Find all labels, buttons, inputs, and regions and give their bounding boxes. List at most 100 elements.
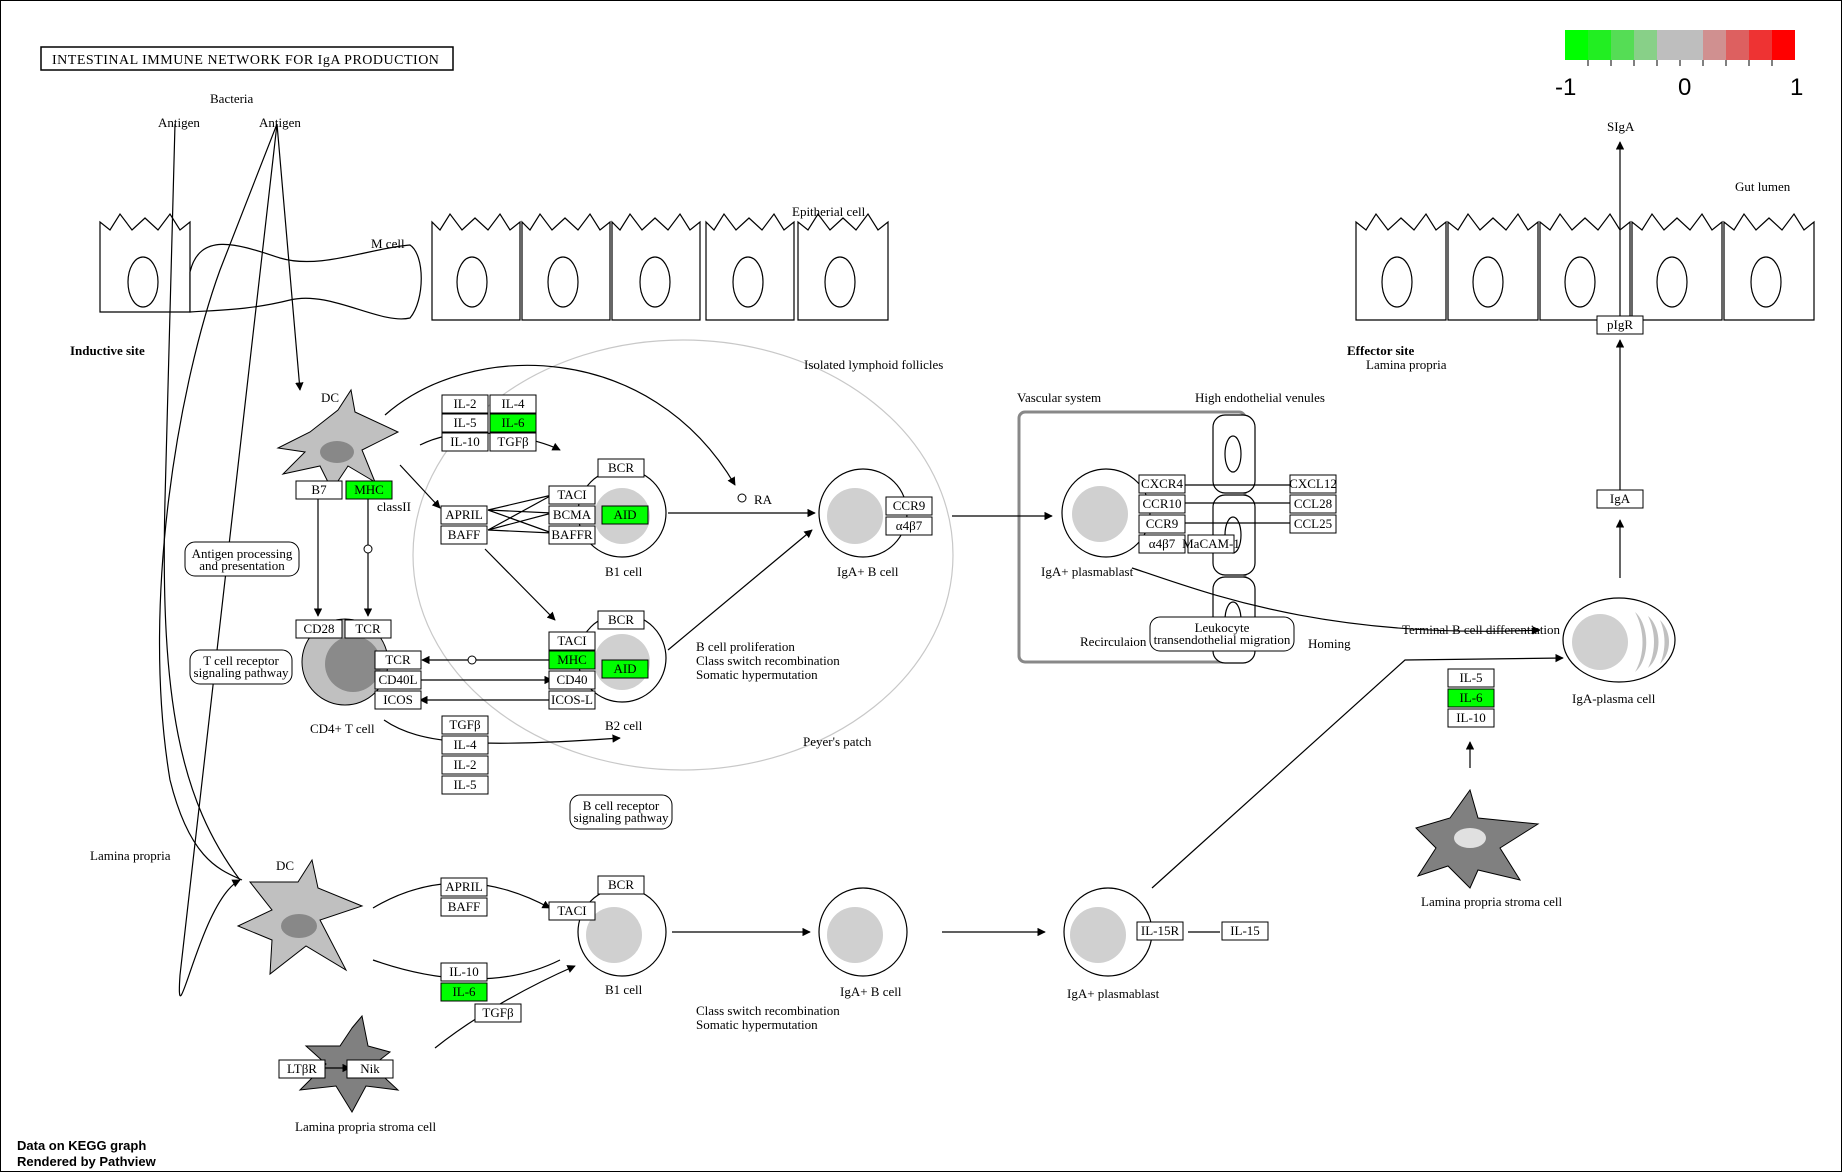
gene-label: IL-6 xyxy=(1459,690,1483,705)
gene-box-cxcl12[interactable]: CXCL12 xyxy=(1289,474,1337,494)
epithelium-right xyxy=(1355,212,1815,321)
gene-box-baffr[interactable]: BAFFR xyxy=(548,525,596,545)
gene-box-a4b7-b[interactable]: α4β7 xyxy=(1138,534,1186,554)
gene-box-taci-b1[interactable]: TACI xyxy=(548,485,596,505)
gene-label: BCR xyxy=(608,877,634,892)
gene-box-il10-a[interactable]: IL-10 xyxy=(441,432,489,452)
gene-box-aid-b2[interactable]: AID xyxy=(601,659,649,679)
pathway-label-line1: T cell receptor xyxy=(203,653,279,668)
gene-box-ccl25[interactable]: CCL25 xyxy=(1289,514,1337,534)
gene-box-april-a[interactable]: APRIL xyxy=(440,505,488,525)
gene-label: BAFF xyxy=(448,527,481,542)
gene-label: IL-6 xyxy=(452,984,476,999)
gene-box-ccr10[interactable]: CCR10 xyxy=(1138,494,1186,514)
gene-label: CCR9 xyxy=(893,498,926,513)
gene-box-il5-c[interactable]: IL-5 xyxy=(1447,668,1495,688)
gene-box-il10-c[interactable]: IL-10 xyxy=(1447,708,1495,728)
label-gut-lumen: Gut lumen xyxy=(1735,179,1791,194)
gene-box-iga[interactable]: IgA xyxy=(1596,489,1644,509)
pathway-bcr-signaling[interactable]: B cell receptor signaling pathway xyxy=(569,794,673,830)
pathway-tcr-signaling[interactable]: T cell receptor signaling pathway xyxy=(189,649,293,685)
gene-box-icos[interactable]: ICOS xyxy=(374,690,422,710)
gene-box-il15r[interactable]: IL-15R xyxy=(1136,921,1184,941)
gene-box-a4b7-a[interactable]: α4β7 xyxy=(885,516,933,536)
gene-box-cd40[interactable]: CD40 xyxy=(548,670,596,690)
gene-label: MHC xyxy=(557,652,587,667)
gene-box-b7[interactable]: B7 xyxy=(295,480,343,500)
gene-box-il4-a[interactable]: IL-4 xyxy=(489,394,537,414)
gene-box-taci-b1b[interactable]: TACI xyxy=(548,901,596,921)
gene-box-tcr-t2[interactable]: TCR xyxy=(374,650,422,670)
gene-box-ccl28[interactable]: CCL28 xyxy=(1289,494,1337,514)
pathway-leukocyte-migration[interactable]: Leukocyte transendothelial migration xyxy=(1149,616,1295,652)
label-lamina-propria: Lamina propria xyxy=(1366,357,1447,372)
gene-label: ICOS xyxy=(383,692,413,707)
gene-box-cd40l[interactable]: CD40L xyxy=(374,670,422,690)
gene-box-pigr[interactable]: pIgR xyxy=(1596,315,1644,335)
gene-box-bcr-b2[interactable]: BCR xyxy=(597,610,645,630)
gene-label: CCR10 xyxy=(1142,496,1181,511)
gene-box-madcam[interactable]: MaCAM-1 xyxy=(1182,534,1240,554)
gene-label: IL-2 xyxy=(453,757,476,772)
iga-b-cell-bottom xyxy=(818,887,908,977)
gene-box-il10-b[interactable]: IL-10 xyxy=(440,962,488,982)
label-dc: DC xyxy=(276,858,294,873)
gene-box-il15[interactable]: IL-15 xyxy=(1221,921,1269,941)
label-siga: SIgA xyxy=(1607,119,1635,134)
gene-box-april-b[interactable]: APRIL xyxy=(440,877,488,897)
iga-b-cell-top xyxy=(818,468,908,558)
pathway-antigen-processing[interactable]: Antigen processing and presentation xyxy=(184,541,300,577)
scale-swatch xyxy=(1634,30,1657,60)
gene-label: CCL28 xyxy=(1294,496,1332,511)
gene-box-tcr-t[interactable]: TCR xyxy=(344,619,392,639)
gene-box-nik[interactable]: Nik xyxy=(346,1059,394,1079)
gene-box-icosl[interactable]: ICOS-L xyxy=(548,690,596,710)
gene-label: MaCAM-1 xyxy=(1182,536,1240,551)
label-inductive-site: Inductive site xyxy=(70,343,145,358)
gene-box-il6-c[interactable]: IL-6 xyxy=(1447,688,1495,708)
label-lamina-propria-stroma-cell: Lamina propria stroma cell xyxy=(295,1119,437,1134)
gene-box-aid-b1[interactable]: AID xyxy=(601,505,649,525)
gene-box-ltbr[interactable]: LTβR xyxy=(278,1059,326,1079)
gene-box-il2-a[interactable]: IL-2 xyxy=(441,394,489,414)
label-process-shm: Somatic hypermutation xyxy=(696,1017,818,1032)
gene-box-ccr9-b[interactable]: CCR9 xyxy=(1138,514,1186,534)
label-m-cell: M cell xyxy=(371,236,405,251)
gene-box-bcr-b1[interactable]: BCR xyxy=(597,458,645,478)
gene-box-tgfb-a[interactable]: TGFβ xyxy=(489,432,537,452)
gene-label: MHC xyxy=(354,482,384,497)
gene-box-taci-b2[interactable]: TACI xyxy=(548,631,596,651)
gene-label: APRIL xyxy=(445,879,483,894)
gene-label: IL-4 xyxy=(501,396,525,411)
gene-box-baff-b[interactable]: BAFF xyxy=(440,897,488,917)
label-iga-plasmablast: IgA+ plasmablast xyxy=(1041,564,1134,579)
gene-label: TACI xyxy=(557,487,586,502)
gene-box-ccr9-a[interactable]: CCR9 xyxy=(885,496,933,516)
label-lamina-propria-stroma-cell: Lamina propria stroma cell xyxy=(1421,894,1563,909)
gene-box-cd28[interactable]: CD28 xyxy=(295,619,343,639)
gene-box-il6-a[interactable]: IL-6 xyxy=(489,413,537,433)
gene-box-bcr-b1b[interactable]: BCR xyxy=(597,875,645,895)
gene-box-mhc-b2[interactable]: MHC xyxy=(548,650,596,670)
gene-box-il2-b[interactable]: IL-2 xyxy=(441,755,489,775)
gene-box-il4-b[interactable]: IL-4 xyxy=(441,735,489,755)
gene-box-mhc-dc[interactable]: MHC xyxy=(345,480,393,500)
gene-box-tgfb-c[interactable]: TGFβ xyxy=(474,1003,522,1023)
gene-box-il5-a[interactable]: IL-5 xyxy=(441,413,489,433)
label-b1-cell: B1 cell xyxy=(605,564,643,579)
gene-label: CD40L xyxy=(379,672,418,687)
gene-box-bcma[interactable]: BCMA xyxy=(548,505,596,525)
gene-label: TACI xyxy=(557,903,586,918)
label-process-shm: Somatic hypermutation xyxy=(696,667,818,682)
label-isolated-lymphoid-follicles: Isolated lymphoid follicles xyxy=(804,357,943,372)
gene-box-il6-b[interactable]: IL-6 xyxy=(440,982,488,1002)
gene-box-cxcr4[interactable]: CXCR4 xyxy=(1138,474,1186,494)
pathway-label-line1: Leukocyte xyxy=(1195,620,1250,635)
gene-box-baff-a[interactable]: BAFF xyxy=(440,525,488,545)
gene-box-tgfb-b[interactable]: TGFβ xyxy=(441,715,489,735)
gene-box-il5-b[interactable]: IL-5 xyxy=(441,775,489,795)
color-scale-legend xyxy=(1565,30,1795,66)
gene-label: IgA xyxy=(1610,491,1631,506)
gene-label: pIgR xyxy=(1607,317,1633,332)
